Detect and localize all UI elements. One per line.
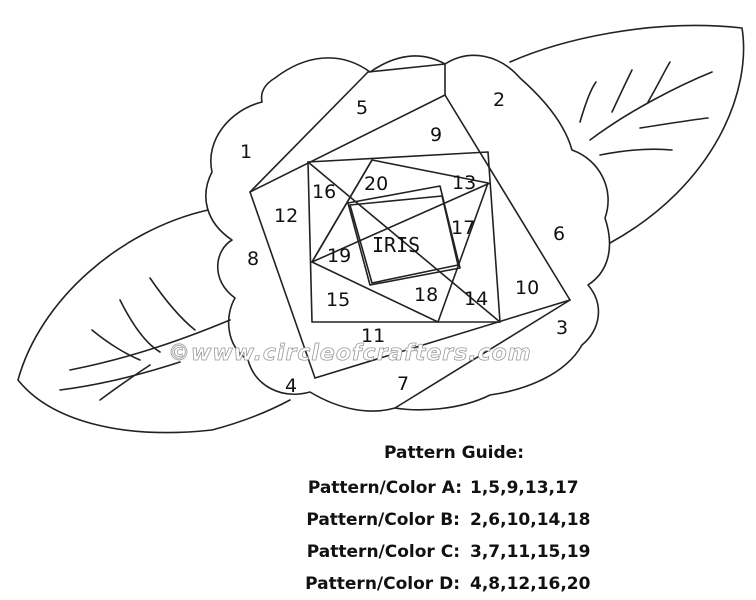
left-leaf [18, 210, 290, 433]
piece-13: 13 [452, 172, 476, 194]
watermark: ©www.circleofcrafters.com [168, 341, 532, 366]
piece-9: 9 [430, 124, 442, 146]
piece-4: 4 [285, 375, 297, 397]
guide-row-a-label: Pattern/Color A: [308, 478, 462, 498]
piece-5: 5 [356, 97, 368, 119]
piece-14: 14 [464, 288, 488, 310]
right-leaf [510, 26, 744, 243]
piece-19: 19 [327, 245, 351, 267]
guide-row-d-label: Pattern/Color D: [305, 574, 460, 594]
piece-18: 18 [414, 284, 438, 306]
piece-3: 3 [556, 317, 568, 339]
piece-17: 17 [451, 217, 475, 239]
piece-8: 8 [247, 248, 259, 270]
piece-15: 15 [326, 289, 350, 311]
piece-7: 7 [397, 373, 409, 395]
guide-row-b-label: Pattern/Color B: [306, 510, 460, 530]
piece-10: 10 [515, 277, 539, 299]
guide-row-b-pieces: 2,6,10,14,18 [470, 510, 590, 530]
guide-row-c-pieces: 3,7,11,15,19 [470, 542, 590, 562]
guide-row-d-pieces: 4,8,12,16,20 [470, 574, 591, 594]
piece-16: 16 [312, 181, 336, 203]
piece-1: 1 [240, 141, 252, 163]
piece-2: 2 [493, 89, 505, 111]
piece-20: 20 [364, 173, 388, 195]
piece-12: 12 [274, 205, 298, 227]
guide-row-c-label: Pattern/Color C: [307, 542, 460, 562]
guide-row-a-pieces: 1,5,9,13,17 [470, 478, 579, 498]
piece-6: 6 [553, 223, 565, 245]
guide-title: Pattern Guide: [384, 443, 524, 463]
center-label: IRIS [372, 233, 420, 257]
pattern-guide: Pattern Guide: Pattern/Color A: 1,5,9,13… [305, 443, 590, 594]
